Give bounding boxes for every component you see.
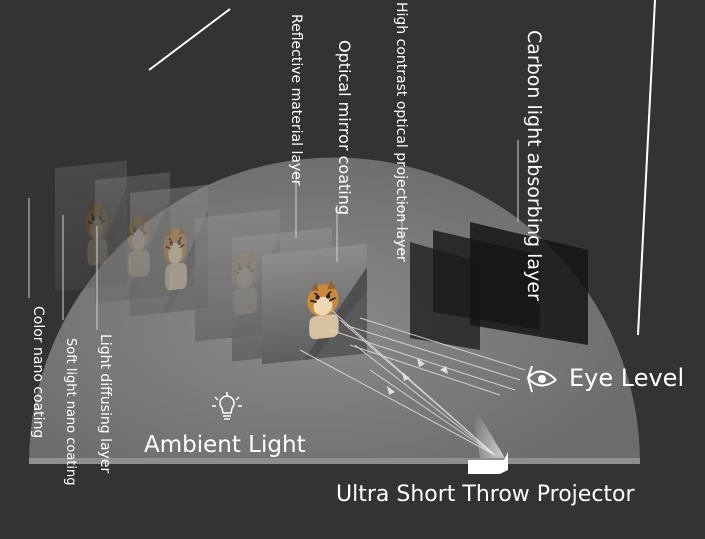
label-eye-level: Eye Level xyxy=(569,364,685,392)
floor xyxy=(29,458,640,464)
eye-icon xyxy=(527,365,557,393)
label-reflective-material: Reflective material layer xyxy=(288,14,304,186)
light-bulb-icon xyxy=(212,392,242,420)
layer-projection-image xyxy=(261,243,368,366)
label-light-diffusing-layer: Light diffusing layer xyxy=(97,334,113,474)
projector-icon xyxy=(468,452,508,474)
label-color-nano-coating: Color nano coating xyxy=(30,306,46,439)
ray-arrows xyxy=(387,358,448,395)
carbon-panel-front xyxy=(470,222,588,345)
label-optical-mirror-coating: Optical mirror coating xyxy=(335,40,354,216)
decor-line-right xyxy=(637,0,656,336)
decor-line-left xyxy=(148,8,231,71)
label-carbon-light-absorbing: Carbon light absorbing layer xyxy=(523,30,545,301)
label-soft-light-nano-coating: Soft light nano coating xyxy=(63,338,78,486)
projector-beam xyxy=(470,400,505,458)
label-ambient-light: Ambient Light xyxy=(144,432,306,458)
label-projector: Ultra Short Throw Projector xyxy=(336,482,635,507)
label-high-contrast-projection: High contrast optical projection layer xyxy=(393,2,409,262)
